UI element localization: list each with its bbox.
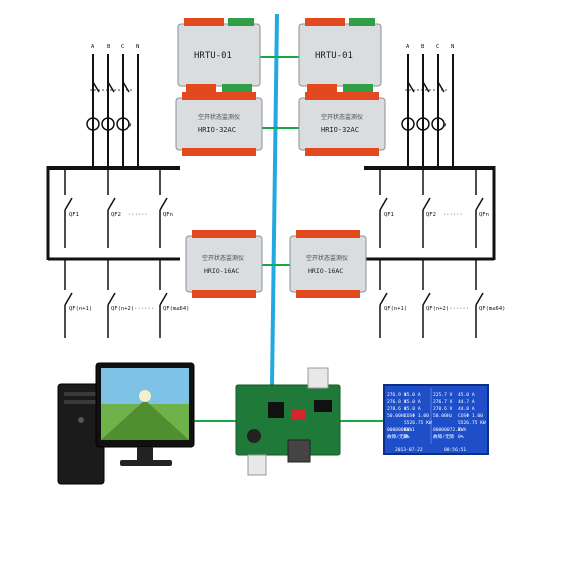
right-phase-n: N	[451, 44, 454, 50]
lcd-cell-r1-c4: 44.7 A	[458, 399, 475, 405]
lcd-cell-r1-c3: 276.7 V	[433, 399, 453, 405]
lcd-cell-r2-c0: 278.6 V	[387, 406, 407, 412]
hrio32-left-cn: 空开状态监测仪	[198, 113, 240, 121]
left-phase-b: B	[107, 44, 111, 50]
hrtu-left-title: HRTU-01	[194, 51, 232, 61]
lcd-cell-r6-c3: 故障/无障	[433, 433, 455, 440]
left-breaker-qfn2: QF(n+2)······	[111, 306, 154, 312]
left-phase-n: N	[136, 44, 139, 50]
left-breaker-qfn1: QF(n+1)	[69, 306, 92, 312]
lcd-cell-r0-c0: 276.9 V	[387, 392, 407, 398]
hrio16-left-cn: 空开状态监测仪	[202, 254, 244, 262]
right-breaker-qf2: QF2	[426, 212, 436, 218]
lcd-cell-r4-c4: 5526.75 KW	[458, 420, 486, 426]
lcd-footer-left: 2013-07-22	[395, 447, 423, 453]
lcd-cell-r1-c1: 45.0 A	[404, 399, 421, 405]
hrio32-right-title: HRIO-32AC	[321, 126, 359, 134]
lcd-cell-r6-c1: 0%	[404, 434, 410, 440]
left-breaker-qf1: QF1	[69, 212, 79, 218]
right-top-branches	[379, 168, 484, 248]
right-breaker-qfn2: QF(n+2)······	[426, 306, 469, 312]
lcd-cell-r5-c1: KWh	[404, 427, 413, 433]
lcd-cell-r0-c3: 225.7 V	[433, 392, 453, 398]
hrio16-right-module: 空开状态监测仪 HRIO-16AC	[289, 230, 367, 298]
hrio16-right-title: HRIO-16AC	[308, 267, 343, 275]
left-breaker-dots: ······	[128, 212, 148, 218]
lcd-cell-r5-c3: 00000072.2	[433, 427, 461, 433]
lcd-cell-r4-c1: 5526.75 KW	[404, 420, 432, 426]
left-current-transformers: #	[86, 117, 132, 131]
right-bottom-branches	[379, 259, 484, 338]
right-phase-b: B	[421, 44, 425, 50]
lcd-footer-right: 08:56:51	[444, 447, 466, 453]
lcd-cell-r5-c0: 00000004.1	[387, 427, 415, 433]
lcd-cell-r3-c3: 50.00Hz	[433, 413, 453, 419]
right-breaker-qfm: QF(m≤64)	[479, 306, 506, 312]
lcd-cell-r1-c0: 276.8 V	[387, 399, 407, 405]
left-breaker-qf2: QF2	[111, 212, 121, 218]
lcd-cell-r3-c4: COSΦ 1.00	[458, 413, 483, 419]
lcd-cell-r5-c4: KWh	[458, 427, 467, 433]
right-main-switch	[405, 81, 447, 93]
right-breaker-qfn: QFn	[479, 212, 489, 218]
hrtu-right-module: HRTU-01	[298, 18, 382, 92]
left-breaker-qfm: QF(m≤64)	[163, 306, 190, 312]
hrio16-left-title: HRIO-16AC	[204, 267, 239, 275]
lcd-cell-r2-c3: 278.6 V	[433, 406, 453, 412]
left-top-branches	[64, 168, 168, 248]
hrtu-right-title: HRTU-01	[315, 51, 353, 61]
communication-bus-line	[270, 13, 279, 386]
left-phase-c: C	[121, 44, 124, 50]
lcd-cell-r3-c1: COSΦ 1.00	[404, 413, 429, 419]
right-schematic: A B C N # QF1 QF2 ······ QFn	[364, 44, 506, 338]
right-breaker-dots: ······	[443, 212, 463, 218]
right-breaker-qfn1: QF(n+1)	[384, 306, 407, 312]
hrio32-right-module: 空开状态监测仪 HRIO-32AC	[298, 92, 386, 156]
right-phase-a: A	[406, 44, 410, 50]
hrio32-left-module: 空开状态监测仪 HRIO-32AC	[175, 92, 263, 156]
lcd-cell-r2-c1: 45.0 A	[404, 406, 421, 412]
module-links	[193, 56, 384, 422]
lcd-cell-r6-c0: 故障/无障	[387, 433, 409, 440]
lcd-cell-r2-c4: 44.8 A	[458, 406, 475, 412]
hrtu-left-module: HRTU-01	[177, 18, 261, 92]
lcd-cell-r0-c4: 45.0 A	[458, 392, 475, 398]
desktop-computer-icon	[57, 362, 195, 485]
lcd-cell-r6-c4: 0%	[458, 434, 464, 440]
controller-pcb-icon	[235, 367, 341, 476]
right-breaker-qf1: QF1	[384, 212, 394, 218]
left-bottom-branches	[64, 259, 168, 338]
lcd-cell-r3-c0: 50.00Hz	[387, 413, 407, 419]
lcd-cell-r0-c1: 45.0 A	[404, 392, 421, 398]
left-main-switch	[90, 81, 132, 93]
left-phase-a: A	[91, 44, 95, 50]
left-breaker-qfn: QFn	[163, 212, 173, 218]
svg-text:#: #	[443, 123, 447, 129]
hrio16-left-module: 空开状态监测仪 HRIO-16AC	[185, 230, 263, 298]
right-current-transformers: #	[401, 117, 447, 131]
hrio32-left-title: HRIO-32AC	[198, 126, 236, 134]
hrio16-right-cn: 空开状态监测仪	[306, 254, 348, 262]
hrio32-right-cn: 空开状态监测仪	[321, 113, 363, 121]
right-phase-c: C	[436, 44, 439, 50]
left-schematic: A B C N # QF1 QF2 ······ QFn	[46, 44, 190, 338]
svg-text:#: #	[128, 123, 132, 129]
